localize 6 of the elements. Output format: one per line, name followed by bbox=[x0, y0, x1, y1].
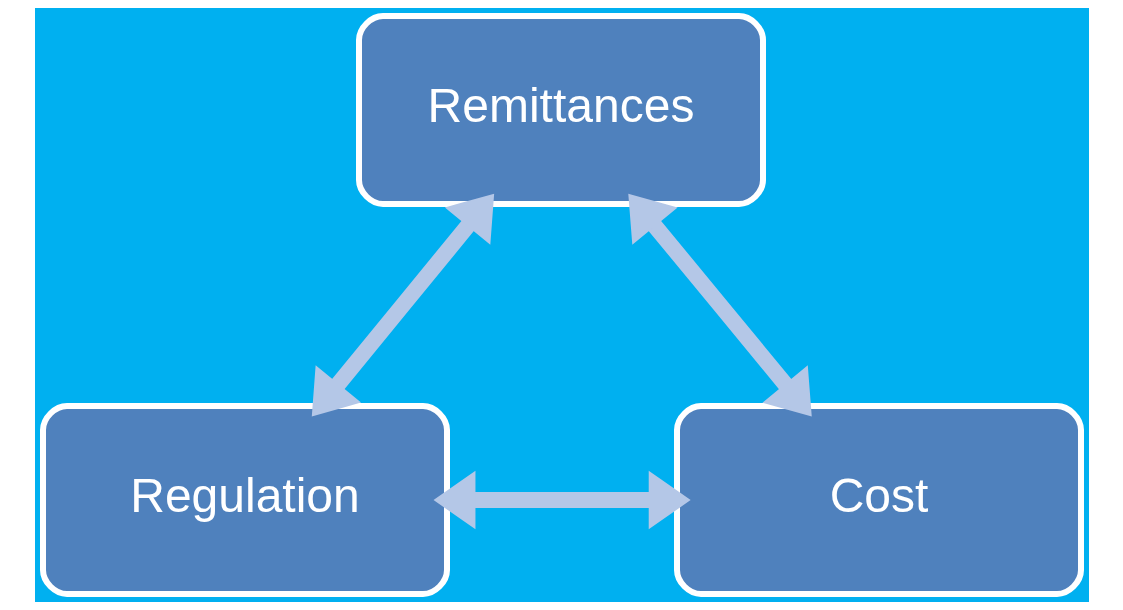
arrow bbox=[433, 470, 691, 530]
node-box: Regulation bbox=[39, 403, 450, 597]
arrow bbox=[311, 193, 494, 417]
node-box: Remittances bbox=[355, 13, 766, 207]
node-box: Cost bbox=[673, 403, 1084, 597]
arrow bbox=[627, 193, 812, 417]
